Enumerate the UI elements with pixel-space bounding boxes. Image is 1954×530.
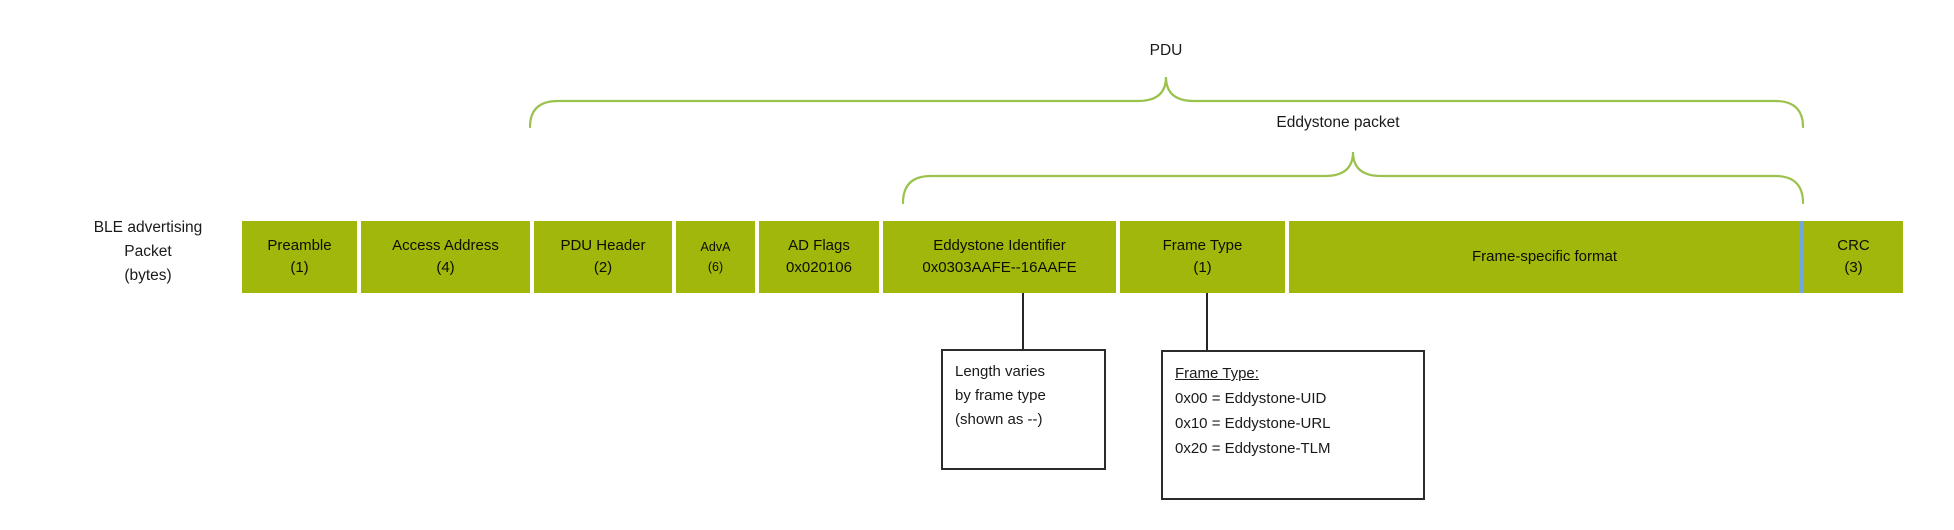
segment-value: (6) [707, 260, 724, 274]
caption-line-1: BLE advertising [93, 219, 203, 236]
segment-preamble: Preamble (1) [242, 221, 357, 293]
frame-type-legend-title: Frame Type: [1175, 365, 1259, 382]
note-line: Length varies [955, 363, 1046, 380]
pdu-brace [528, 76, 1805, 129]
segment-value: (1) [290, 259, 309, 276]
segment-value: (4) [436, 259, 455, 276]
segment-access-address: Access Address (4) [361, 221, 530, 293]
crc-divider [1800, 221, 1804, 293]
packet-field-bar: Preamble (1) Access Address (4) PDU Head… [242, 221, 1903, 293]
segment-divider [879, 221, 883, 293]
segment-crc: CRC (3) [1804, 221, 1903, 293]
segment-label: Frame-specific format [1471, 248, 1618, 265]
frame-type-option-url: 0x10 = Eddystone-URL [1175, 415, 1331, 432]
packet-bytes-caption: BLE advertising Packet (bytes) [48, 216, 248, 288]
pdu-brace-label: PDU [1149, 42, 1183, 59]
segment-value: (3) [1844, 259, 1863, 276]
segment-frame-specific-format: Frame-specific format [1289, 221, 1800, 293]
note-line: (shown as --) [955, 411, 1043, 428]
eddystone-brace [901, 151, 1805, 205]
segment-label: Eddystone Identifier [933, 237, 1066, 254]
segment-label: Frame Type [1162, 237, 1243, 254]
segment-value: 0x0303AAFE--16AAFE [922, 259, 1077, 276]
segment-value: 0x020106 [786, 259, 852, 276]
segment-divider [530, 221, 534, 293]
segment-eddystone-identifier: Eddystone Identifier 0x0303AAFE--16AAFE [883, 221, 1116, 293]
segment-label: Preamble [267, 237, 332, 254]
segment-ad-flags: AD Flags 0x020106 [759, 221, 879, 293]
segment-value: (2) [593, 259, 613, 276]
frame-type-option-uid: 0x00 = Eddystone-UID [1175, 390, 1327, 407]
caption-line-2: Packet [124, 243, 172, 260]
frame-type-legend: Frame Type: 0x00 = Eddystone-UID 0x10 = … [1161, 350, 1425, 500]
segment-label: AD Flags [788, 237, 850, 254]
segment-divider [357, 221, 361, 293]
length-varies-note: Length varies by frame type (shown as --… [941, 349, 1106, 470]
segment-label: Access Address [392, 237, 499, 254]
caption-line-3: (bytes) [124, 267, 172, 284]
segment-pdu-header: PDU Header (2) [534, 221, 672, 293]
segment-label: PDU Header [560, 237, 646, 254]
segment-divider [1116, 221, 1120, 293]
segment-label: AdvA [700, 240, 731, 254]
segment-frame-type: Frame Type (1) [1120, 221, 1285, 293]
segment-divider [755, 221, 759, 293]
segment-adva: AdvA (6) [676, 221, 755, 293]
segment-label: CRC [1837, 237, 1870, 254]
frame-type-option-tlm: 0x20 = Eddystone-TLM [1175, 440, 1331, 457]
eddystone-brace-label: Eddystone packet [1276, 114, 1400, 131]
note-line: by frame type [955, 387, 1046, 404]
segment-divider [1285, 221, 1289, 293]
segment-divider [672, 221, 676, 293]
segment-value: (1) [1193, 259, 1212, 276]
